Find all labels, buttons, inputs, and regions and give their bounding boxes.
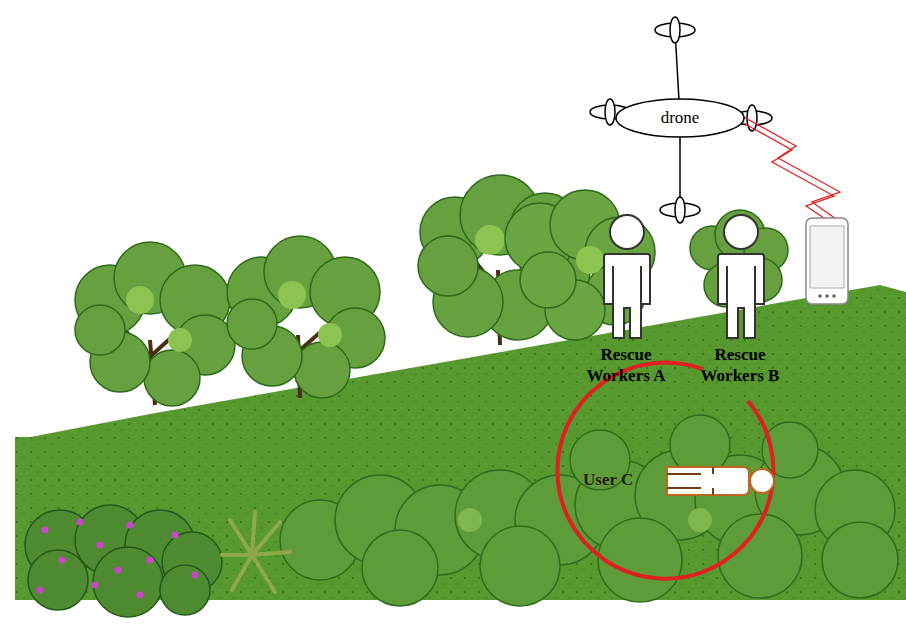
person-head [724, 215, 758, 249]
bush-row [480, 526, 560, 606]
flower-bush [192, 572, 199, 579]
signal-bolt [742, 116, 846, 226]
bush-row [598, 518, 682, 602]
tree [144, 350, 200, 406]
mobile-phone [810, 226, 844, 288]
spiky-plant [222, 553, 252, 557]
flower-bush [42, 527, 49, 534]
flower-bush [147, 557, 154, 564]
search-area-circle [557, 363, 773, 579]
spiky-plant [232, 555, 252, 590]
tree [318, 323, 342, 347]
drone-frame [590, 17, 772, 223]
tree [475, 225, 505, 255]
node-label: Rescue Workers A [574, 344, 678, 386]
drone-body [616, 99, 744, 137]
flower-bush [25, 505, 222, 617]
signal-bolt [738, 116, 846, 230]
person-head [610, 215, 644, 249]
drone-frame [675, 197, 685, 223]
flower-bush [25, 505, 222, 617]
person-arms [613, 266, 641, 304]
person-body [667, 467, 749, 495]
person-arms [727, 266, 755, 304]
tree [168, 328, 192, 352]
tree [227, 299, 277, 349]
person-limbs [667, 467, 713, 495]
flower-bush [77, 519, 84, 526]
spiky-plant [222, 512, 290, 592]
mobile-phone [806, 218, 848, 304]
spiky-plant [252, 522, 280, 555]
person-body [604, 254, 650, 338]
tree [75, 305, 125, 355]
node-label: Rescue Workers B [688, 344, 792, 386]
flower-bush [115, 567, 122, 574]
drone-body: drone [615, 98, 745, 138]
bush-row [822, 522, 898, 598]
node-label: drone [615, 107, 745, 128]
tree [278, 281, 306, 309]
spiky-plant [230, 520, 252, 555]
flower-bush [137, 592, 144, 599]
signal-bolt [738, 120, 842, 230]
drone-frame [605, 99, 615, 125]
flower-bush [127, 522, 134, 529]
tree [294, 342, 350, 398]
flower-bush [59, 557, 66, 564]
bush-row [458, 508, 482, 532]
tree [418, 236, 478, 296]
flower-bush [97, 542, 104, 549]
flower-bush [28, 550, 88, 610]
flower-bush [37, 519, 199, 599]
tree [576, 246, 604, 274]
tree [520, 252, 576, 308]
spiky-plant [252, 512, 255, 555]
tree [126, 286, 154, 314]
tree [75, 242, 235, 406]
bush-row [362, 530, 438, 606]
mobile-phone [832, 294, 836, 298]
tree [227, 236, 385, 398]
node-label: User C [583, 469, 663, 490]
flower-bush [160, 565, 210, 615]
spiky-plant [252, 552, 290, 555]
mobile-phone [818, 294, 822, 298]
bush-row [688, 508, 712, 532]
injured-user: User C [583, 455, 778, 505]
flower-bush [37, 587, 44, 594]
flower-bush [93, 547, 163, 617]
bush-row [280, 415, 898, 606]
flower-bush [172, 532, 179, 539]
spiky-plant [252, 555, 275, 592]
rescue-worker: Rescue Workers B [686, 212, 796, 394]
mobile-phone [806, 218, 848, 304]
tree [505, 190, 655, 340]
drone-frame [670, 17, 680, 43]
flower-bush [92, 582, 99, 589]
person-head [750, 469, 774, 493]
mobile-phone [825, 294, 829, 298]
rescue-worker: Rescue Workers A [572, 212, 682, 394]
person-body [718, 254, 764, 338]
